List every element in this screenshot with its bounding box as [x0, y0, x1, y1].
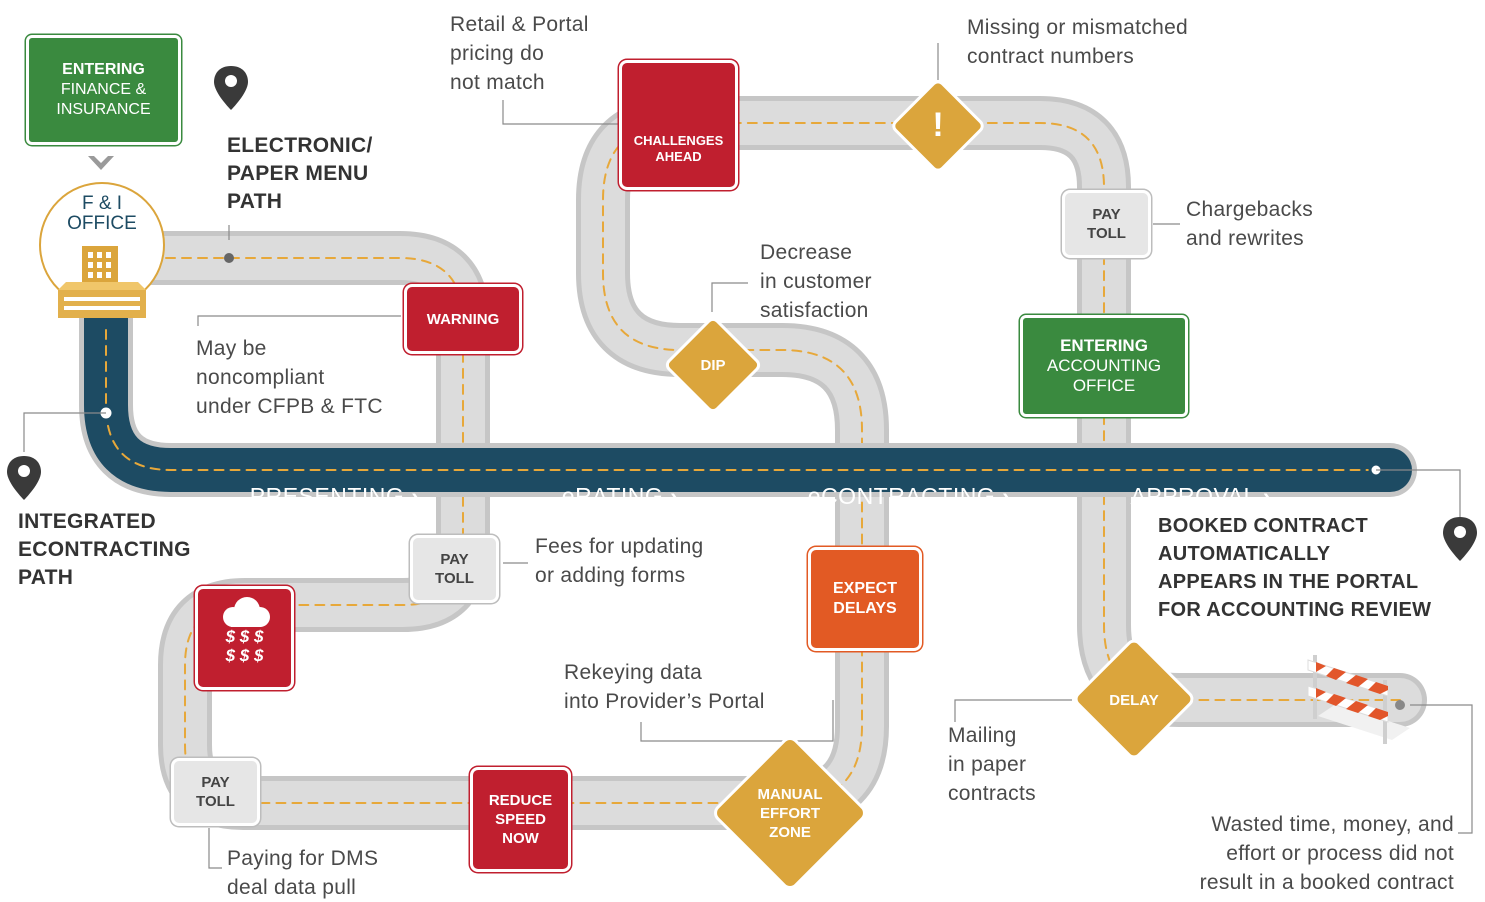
building-icon — [58, 246, 146, 318]
road-barrier-icon — [1307, 655, 1410, 744]
stage-econtracting: eCONTRACTING › — [794, 456, 1010, 510]
integrated-path-title: INTEGRATED ECONTRACTING PATH — [18, 510, 191, 589]
stage-label: PRESENTING — [249, 483, 405, 509]
challenges-ahead-sign: CHALLENGES AHEAD — [619, 60, 738, 190]
diamond-signs — [665, 80, 1194, 889]
delay-sign-label: DELAY — [1109, 691, 1159, 709]
pay-toll-sign-top: PAY TOLL — [1062, 190, 1151, 258]
annotation-dms-pull: Paying for DMS deal data pull — [227, 847, 379, 899]
pay-toll-sign-bottom: PAY TOLL — [171, 758, 260, 826]
annotation-mailing: Mailing in paper contracts — [948, 724, 1036, 805]
entering-accounting-office-sign: ENTERING ACCOUNTING OFFICE — [1020, 315, 1188, 417]
annotation-noncompliant: May be noncompliant under CFPB & FTC — [196, 337, 383, 418]
expect-delays-sign: EXPECT DELAYS — [808, 547, 922, 651]
stage-presenting: PRESENTING › — [236, 456, 419, 510]
paper-menu-path-title: ELECTRONIC/ PAPER MENU PATH — [227, 134, 373, 213]
stage-erating: eRATING › — [548, 456, 678, 510]
location-pin-icon — [1443, 517, 1477, 561]
location-pin-icon — [7, 456, 41, 500]
chevron-down-icon — [88, 156, 114, 170]
paper-path-marker — [224, 253, 234, 263]
stage-label: eCONTRACTING — [807, 483, 996, 509]
annotation-decrease-satisfaction: Decrease in customer satisfaction — [760, 241, 872, 322]
annotation-chargebacks: Chargebacks and rewrites — [1186, 198, 1314, 250]
chevron-right-icon: › — [411, 483, 420, 509]
stage-label: eRATING — [561, 483, 664, 509]
fi-office-line1: F & I — [81, 193, 123, 214]
money-rain-sign: $ $ $ $ $ $ — [195, 586, 294, 690]
chevron-right-icon: › — [670, 483, 679, 509]
annotation-missing-contract: Missing or mismatched contract numbers — [967, 16, 1189, 68]
fi-office-label: F & I OFFICE — [52, 194, 152, 234]
entering-finance-insurance-sign: ENTERING FINANCE & INSURANCE — [26, 35, 181, 145]
delay-diamond — [1074, 639, 1194, 759]
cloud-icon — [222, 597, 270, 627]
stage-approval: APPROVAL › — [1118, 456, 1271, 510]
sign-text: CHALLENGES AHEAD — [633, 133, 724, 164]
booked-contract-title: BOOKED CONTRACT AUTOMATICALLY APPEARS IN… — [1158, 515, 1432, 621]
sign-line: OFFICE — [1072, 376, 1136, 395]
annotation-retail-portal: Retail & Portal pricing do not match — [450, 13, 589, 94]
sign-line: INSURANCE — [56, 101, 151, 118]
dip-sign-label: DIP — [700, 356, 726, 374]
sign-line: ACCOUNTING — [1046, 356, 1162, 375]
exclamation-icon: ! — [932, 105, 944, 144]
chevron-right-icon: › — [1262, 483, 1272, 509]
sign-line: ENTERING — [1060, 336, 1148, 355]
pay-toll-sign-mid: PAY TOLL — [410, 535, 499, 603]
chevron-right-icon: › — [1002, 483, 1011, 509]
sign-line: FINANCE & — [60, 81, 147, 98]
dip-diamond — [665, 317, 761, 413]
exclamation-diamond — [892, 80, 984, 172]
stage-label: APPROVAL — [1130, 483, 1256, 509]
manual-effort-zone-label: MANUAL EFFORT ZONE — [757, 785, 823, 841]
fi-office-line2: OFFICE — [67, 213, 137, 234]
reduce-speed-now-sign: REDUCE SPEED NOW — [470, 767, 571, 872]
callout-lines — [23, 43, 1473, 869]
dead-end-marker — [1395, 700, 1405, 710]
annotation-fees-forms: Fees for updating or adding forms — [535, 535, 704, 587]
manual-effort-diamond — [714, 737, 866, 889]
warning-sign: WARNING — [404, 284, 522, 354]
location-pin-icon — [214, 66, 248, 110]
fi-office-badge — [39, 182, 165, 318]
annotation-rekeying: Rekeying data into Provider’s Portal — [564, 661, 765, 713]
sign-line: ENTERING — [62, 61, 145, 78]
dollar-rain-icon: $ $ $ $ $ $ — [225, 627, 264, 665]
annotation-wasted: Wasted time, money, and effort or proces… — [1199, 813, 1454, 894]
